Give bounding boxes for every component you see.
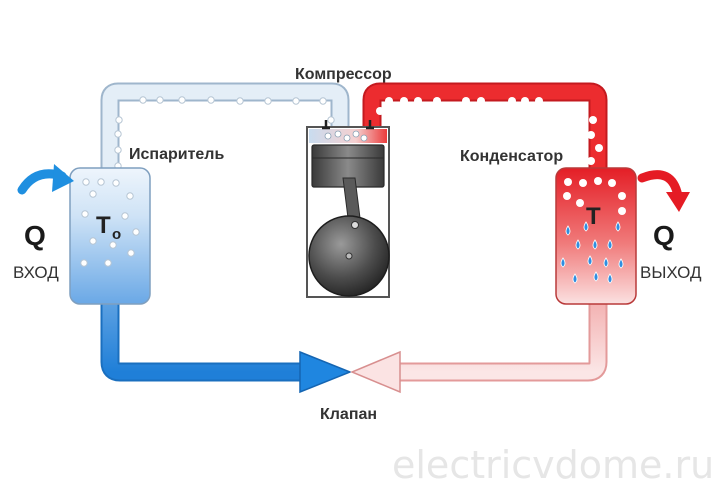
heat-in-label: ВХОД <box>13 263 59 282</box>
valve-arrow-blue <box>299 350 353 394</box>
expansion-valve <box>299 350 401 394</box>
liquid-pipe-hot <box>395 300 608 382</box>
condensate-drops <box>560 221 624 284</box>
evaporator: T o <box>69 167 151 305</box>
condenser-label: Конденсатор <box>460 148 563 165</box>
compressor <box>306 120 390 298</box>
discharge-bubbles <box>376 97 603 165</box>
compressor-label: Компрессор <box>295 66 392 83</box>
condenser-temp: T <box>586 203 601 230</box>
heat-out-label: ВЫХОД <box>640 263 702 282</box>
watermark: electricvdome.ru <box>392 443 714 487</box>
curved-arrow-in-icon <box>17 164 74 195</box>
condenser: T <box>555 167 637 305</box>
heat-in-symbol: Q <box>24 220 46 251</box>
curved-arrow-out-icon <box>637 170 690 212</box>
suction-pipe <box>100 82 350 172</box>
evaporator-temp: T <box>96 212 111 239</box>
suction-bubbles <box>114 96 335 170</box>
valve-label: Клапан <box>320 406 377 423</box>
liquid-pipe-cold <box>100 300 308 382</box>
discharge-pipe <box>362 82 608 172</box>
heat-out-symbol: Q <box>653 220 675 251</box>
evaporator-label: Испаритель <box>129 146 224 163</box>
valve-arrow-pink <box>350 350 401 394</box>
evaporator-temp-sub: o <box>112 226 121 243</box>
